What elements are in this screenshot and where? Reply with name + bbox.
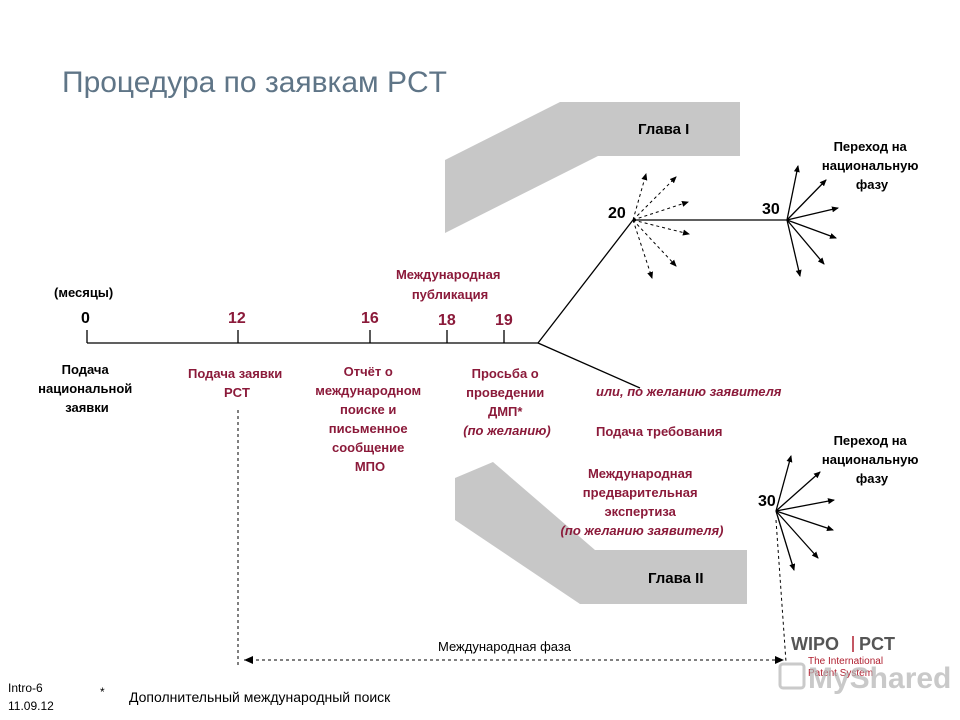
- month-19: 19: [495, 312, 513, 329]
- wipo-logo: WIPO PCT The International Patent System: [791, 634, 895, 679]
- svg-text:WIPO: WIPO: [791, 634, 839, 654]
- fan-30-chapter-2-arrows: [775, 455, 835, 571]
- month-16: 16: [361, 310, 379, 327]
- branch-chapter-2: [537, 342, 641, 389]
- svg-text:PCT: PCT: [859, 634, 895, 654]
- page-title: Процедура по заявкам PCT: [62, 66, 447, 99]
- national-filing-label: Подача национальной заявки: [38, 362, 136, 415]
- search-report-label: Отчёт о международном поиске и письменно…: [315, 364, 424, 474]
- months-label: (месяцы): [54, 285, 113, 300]
- chapter-1-label: Глава I: [638, 121, 689, 138]
- footnote-text: Дополнительный международный поиск: [129, 689, 391, 705]
- slide-number: Intro-6: [8, 681, 43, 695]
- month-30-chapter-1: 30: [762, 201, 780, 218]
- sis-request-label: Просьба о проведении ДМП* (по желанию): [463, 366, 550, 438]
- intl-phase-label: Международная фаза: [438, 639, 572, 654]
- ipe-label: Международная предварительная экспертиза…: [561, 466, 724, 538]
- or-applicant-label: или, по желанию заявителя: [596, 384, 782, 399]
- fan-20-arrows: [632, 173, 690, 279]
- month-18: 18: [438, 312, 456, 329]
- fan-30-chapter-1-arrows: [786, 165, 839, 277]
- intl-publication-label: Международная публикация: [396, 267, 504, 302]
- svg-text:MyShared: MyShared: [808, 662, 951, 695]
- watermark-logo: MyShared: [778, 662, 951, 695]
- national-phase-2-label: Переход на национальную фазу: [822, 433, 922, 486]
- chapter-2-band: [455, 462, 747, 604]
- intl-phase-arrowhead-left: [244, 656, 253, 664]
- intl-phase-arrowhead-right: [775, 656, 784, 664]
- month-20: 20: [608, 205, 626, 222]
- branch-chapter-1: [537, 219, 634, 344]
- svg-text:The International: The International: [808, 656, 883, 667]
- slide-date: 11.09.12: [8, 699, 54, 713]
- footnote-asterisk: *: [100, 685, 105, 699]
- chapter-1-band: [445, 102, 740, 233]
- dashed-vertical-30: [775, 519, 787, 663]
- national-phase-1-label: Переход на национальную фазу: [822, 139, 922, 192]
- month-30-chapter-2: 30: [758, 493, 776, 510]
- chapter-2-label: Глава II: [648, 570, 704, 587]
- svg-text:Patent System: Patent System: [808, 668, 873, 679]
- month-0: 0: [81, 310, 90, 327]
- pct-filing-label: Подача заявки PCT: [188, 366, 286, 400]
- month-12: 12: [228, 310, 246, 327]
- demand-label: Подача требования: [596, 424, 722, 439]
